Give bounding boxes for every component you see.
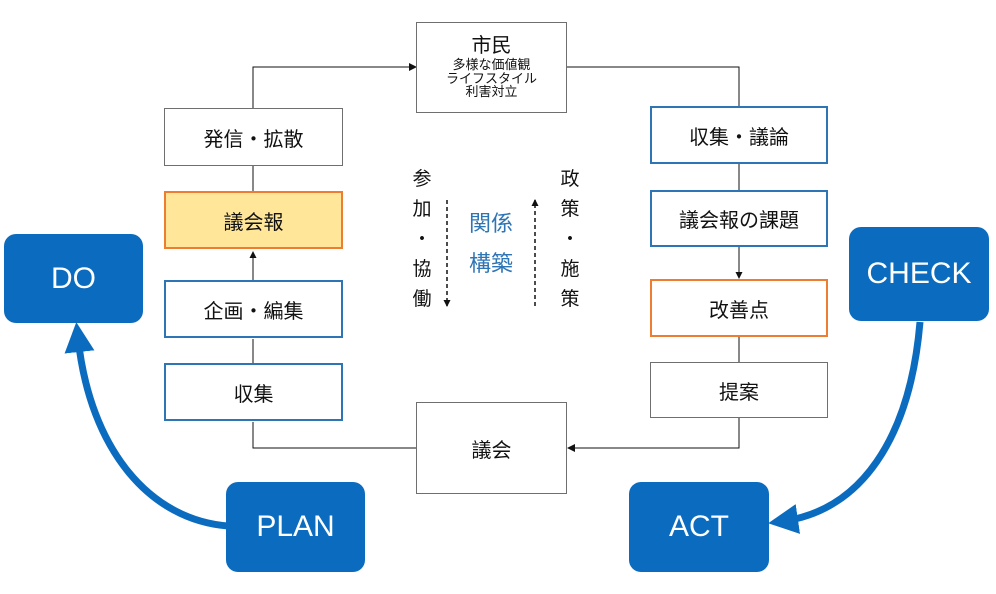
citizen-title: 市民: [471, 33, 512, 58]
line-assembly-to-collection: [252, 422, 416, 449]
proposal-box: 提案: [650, 362, 828, 418]
check-label: CHECK: [866, 257, 972, 290]
relationship-building-label: 関係 構築: [461, 205, 521, 285]
assembly-label: 議会: [471, 437, 512, 462]
participation-char-5: 働: [412, 288, 432, 310]
policy-char-1: 政: [560, 168, 580, 190]
participation-char-4: 協: [412, 258, 432, 280]
planning-editing-label: 企画・編集: [203, 298, 304, 323]
line-citizen-to-collect: [566, 66, 740, 106]
dissemination-label: 発信・拡散: [203, 126, 304, 151]
plan-box: PLAN: [226, 482, 365, 572]
assembly-box: 議会: [416, 402, 567, 494]
participation-char-1: 参: [412, 168, 432, 190]
collect-discuss-label: 収集・議論: [689, 124, 789, 149]
citizen-line-values: 多様な価値観: [452, 58, 531, 74]
citizen-line-conflict: 利害対立: [465, 85, 518, 101]
citizen-line-lifestyle: ライフスタイル: [445, 71, 537, 87]
relationship-word-2: 構築: [468, 252, 513, 277]
plan-label: PLAN: [256, 510, 335, 543]
do-label: DO: [51, 261, 96, 295]
improvements-label: 改善点: [709, 297, 769, 322]
citizen-box: 市民 多様な価値観 ライフスタイル 利害対立: [416, 22, 567, 113]
arrow-check-to-act: [768, 321, 924, 534]
policy-vertical-text: 政 策 ・ 施 策: [557, 164, 583, 314]
collect-discuss-box: 収集・議論: [650, 106, 828, 164]
collection-label: 収集: [233, 381, 274, 406]
participation-vertical-text: 参 加 ・ 協 働: [409, 164, 435, 314]
newsletter-label: 議会報: [223, 209, 284, 234]
participation-char-3: ・: [412, 228, 432, 250]
planning-editing-box: 企画・編集: [164, 280, 343, 338]
policy-char-2: 策: [560, 198, 580, 220]
newsletter-box: 議会報: [164, 191, 343, 249]
line-dissemination-to-citizen: [252, 63, 417, 108]
policy-char-5: 策: [560, 288, 580, 310]
act-box: ACT: [629, 482, 769, 572]
participation-char-2: 加: [412, 198, 432, 220]
policy-char-4: 施: [560, 258, 580, 280]
newsletter-issues-box: 議会報の課題: [650, 190, 828, 247]
check-box: CHECK: [849, 227, 989, 321]
dissemination-box: 発信・拡散: [164, 108, 343, 166]
arrow-proposal-to-assembly: [567, 418, 740, 452]
proposal-label: 提案: [719, 379, 759, 404]
do-box: DO: [4, 234, 143, 323]
collection-box: 収集: [164, 363, 343, 421]
arrow-plan-to-do: [64, 322, 229, 530]
relationship-word-1: 関係: [468, 212, 513, 237]
act-label: ACT: [669, 510, 729, 543]
improvements-box: 改善点: [650, 279, 828, 337]
policy-char-3: ・: [560, 228, 580, 250]
newsletter-issues-label: 議会報の課題: [679, 208, 799, 232]
